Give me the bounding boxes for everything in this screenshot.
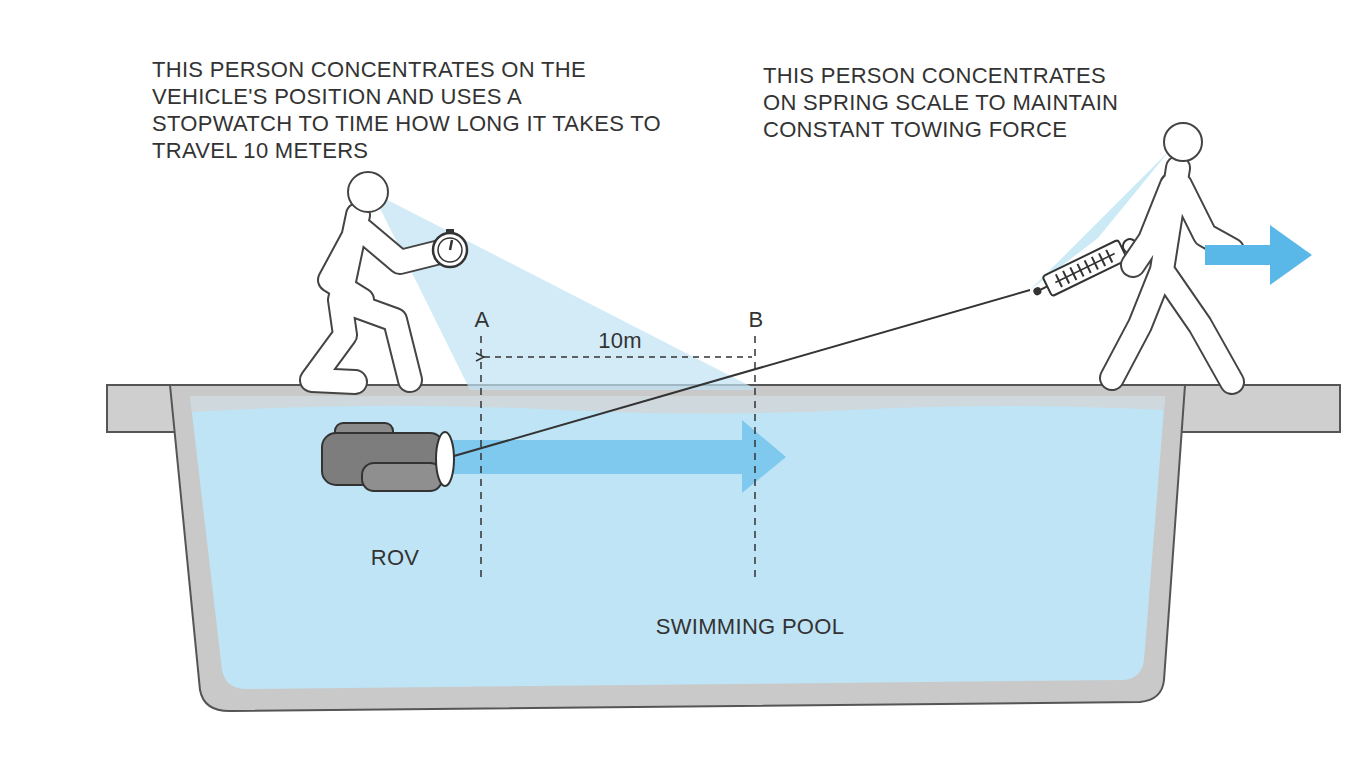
motion-arrow [452, 420, 786, 493]
pool-water [190, 396, 1165, 689]
area-label: SWIMMING POOL [610, 613, 890, 640]
note-text: THIS PERSON CONCENTRATES ON THE VEHICLE'… [152, 56, 662, 164]
start-line [480, 336, 482, 580]
timekeeper-figure [312, 172, 440, 382]
dimension-label: 10m [585, 327, 655, 354]
marker-letter: A [470, 306, 494, 333]
tow-line [454, 290, 1030, 456]
dimension-line [484, 356, 752, 358]
note-text: THIS PERSON CONCENTRATES ON SPRING SCALE… [763, 62, 1133, 143]
pool-shell [170, 385, 1185, 711]
sight-cone [372, 192, 758, 390]
rov-vehicle [322, 423, 454, 491]
stopwatch-icon [433, 229, 467, 267]
marker-letter: B [744, 306, 768, 333]
part-label: ROV [355, 544, 435, 571]
water-surface [190, 396, 1165, 414]
finish-line [754, 336, 756, 580]
walk-arrow [1205, 225, 1312, 285]
